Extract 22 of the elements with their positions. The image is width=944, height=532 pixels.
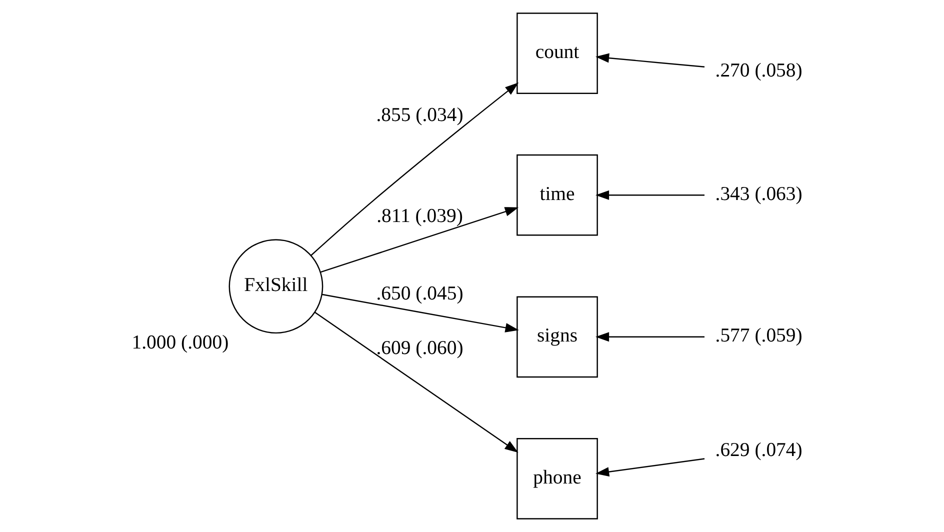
arrow [595,53,705,68]
node-text: .629 (.074) [715,439,802,462]
node-box: count [516,12,598,94]
edge-label: .609 (.060) [376,336,464,359]
edge-label: .855 (.034) [376,104,464,126]
node-text: .577 (.059) [715,324,802,347]
arrow [595,458,705,476]
arrow [320,207,519,273]
node-text: .270 (.058) [715,60,802,82]
node-circle: FxlSkill [228,239,324,334]
edge-label: .650 (.045) [376,282,464,305]
node-label: 1.000 (.000) [132,332,229,354]
arrow [322,294,519,332]
arrow [310,82,519,256]
arrow [595,332,704,342]
node-box: signs [516,296,598,378]
node-box: time [516,154,598,236]
arrow [314,312,518,453]
arrow [595,190,704,200]
node-box: phone [516,438,598,520]
node-text: .343 (.063) [715,182,802,205]
edge-label: .811 (.039) [376,204,463,227]
